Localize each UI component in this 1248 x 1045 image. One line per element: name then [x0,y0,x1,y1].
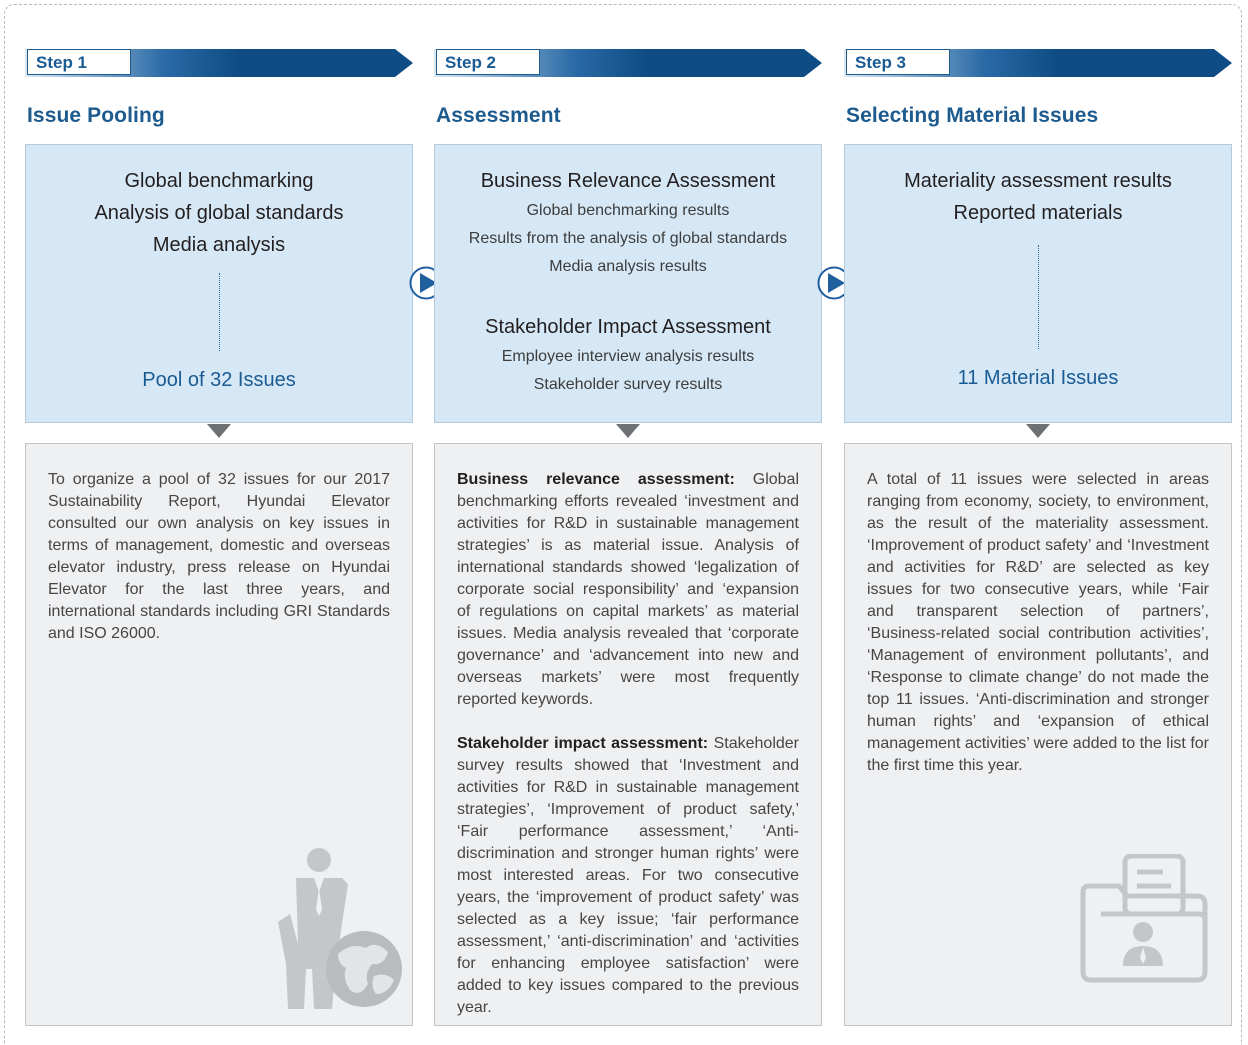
step-2-description-box: Business relevance assessment: Global be… [434,443,822,1026]
business-relevance-paragraph: Business relevance assessment: Global be… [457,469,799,711]
down-triangle-icon [616,424,640,438]
input-materiality-results: Materiality assessment results [904,170,1172,192]
business-relevance-label: Business relevance assessment: [457,471,735,488]
step-3-inputs-box: Materiality assessment results Reported … [844,144,1232,423]
step-3-banner: Step 3 [844,48,1234,78]
step-3-tag: Step 3 [846,49,950,75]
step-1-column: Step 1 Issue Pooling Global benchmarking… [25,0,413,1045]
business-item: Media analysis results [549,258,707,275]
stakeholder-item: Employee interview analysis results [501,348,755,365]
step-1-inputs-box: Global benchmarking Analysis of global s… [25,144,413,423]
input-global-benchmarking: Global benchmarking [124,170,314,192]
step-2-column: Step 2 Assessment Business Relevance Ass… [434,0,822,1045]
step-1-title: Issue Pooling [27,104,165,127]
down-triangle-icon [1026,424,1050,438]
stakeholder-impact-text: Stakeholder survey results showed that ‘… [457,735,799,1016]
step-2-title: Assessment [436,104,561,127]
input-reported-materials: Reported materials [953,202,1123,224]
dotted-connector [1037,245,1039,349]
stakeholder-impact-paragraph: Stakeholder impact assessment: Stakehold… [457,733,799,1019]
dotted-connector [218,273,220,351]
input-media-analysis: Media analysis [152,234,286,256]
stakeholder-item: Stakeholder survey results [533,376,723,393]
stakeholder-impact-heading: Stakeholder Impact Assessment [485,316,771,338]
step-3-title: Selecting Material Issues [846,104,1099,127]
business-relevance-text: Global benchmarking efforts revealed ‘in… [457,471,800,708]
step-1-description: To organize a pool of 32 issues for our … [48,471,390,642]
input-global-standards: Analysis of global standards [94,202,344,224]
stakeholder-impact-label: Stakeholder impact assessment: [457,735,709,752]
business-item: Results from the analysis of global stan… [468,230,788,247]
step-3-column: Step 3 Selecting Material Issues Materia… [844,0,1232,1045]
down-triangle-icon [207,424,231,438]
issue-pool-result: Pool of 32 Issues [142,369,296,391]
step-3-description: A total of 11 issues were selected in ar… [867,471,1209,774]
dashed-frame [4,4,1242,1045]
step-1-banner: Step 1 [25,48,415,78]
step-1-description-box: To organize a pool of 32 issues for our … [25,443,413,1026]
business-item: Global benchmarking results [526,202,730,219]
step-3-description-box: A total of 11 issues were selected in ar… [844,443,1232,1026]
folder-profile-icon [1080,854,1208,983]
step-1-tag: Step 1 [27,49,131,75]
step-2-tag: Step 2 [436,49,540,75]
step-2-inputs-box: Business Relevance Assessment Global ben… [434,144,822,423]
flow-arrow-icon [817,266,851,300]
businessman-globe-icon [278,848,402,1009]
business-relevance-heading: Business Relevance Assessment [480,170,776,192]
material-issues-result: 11 Material Issues [957,367,1119,389]
step-2-banner: Step 2 [434,48,824,78]
